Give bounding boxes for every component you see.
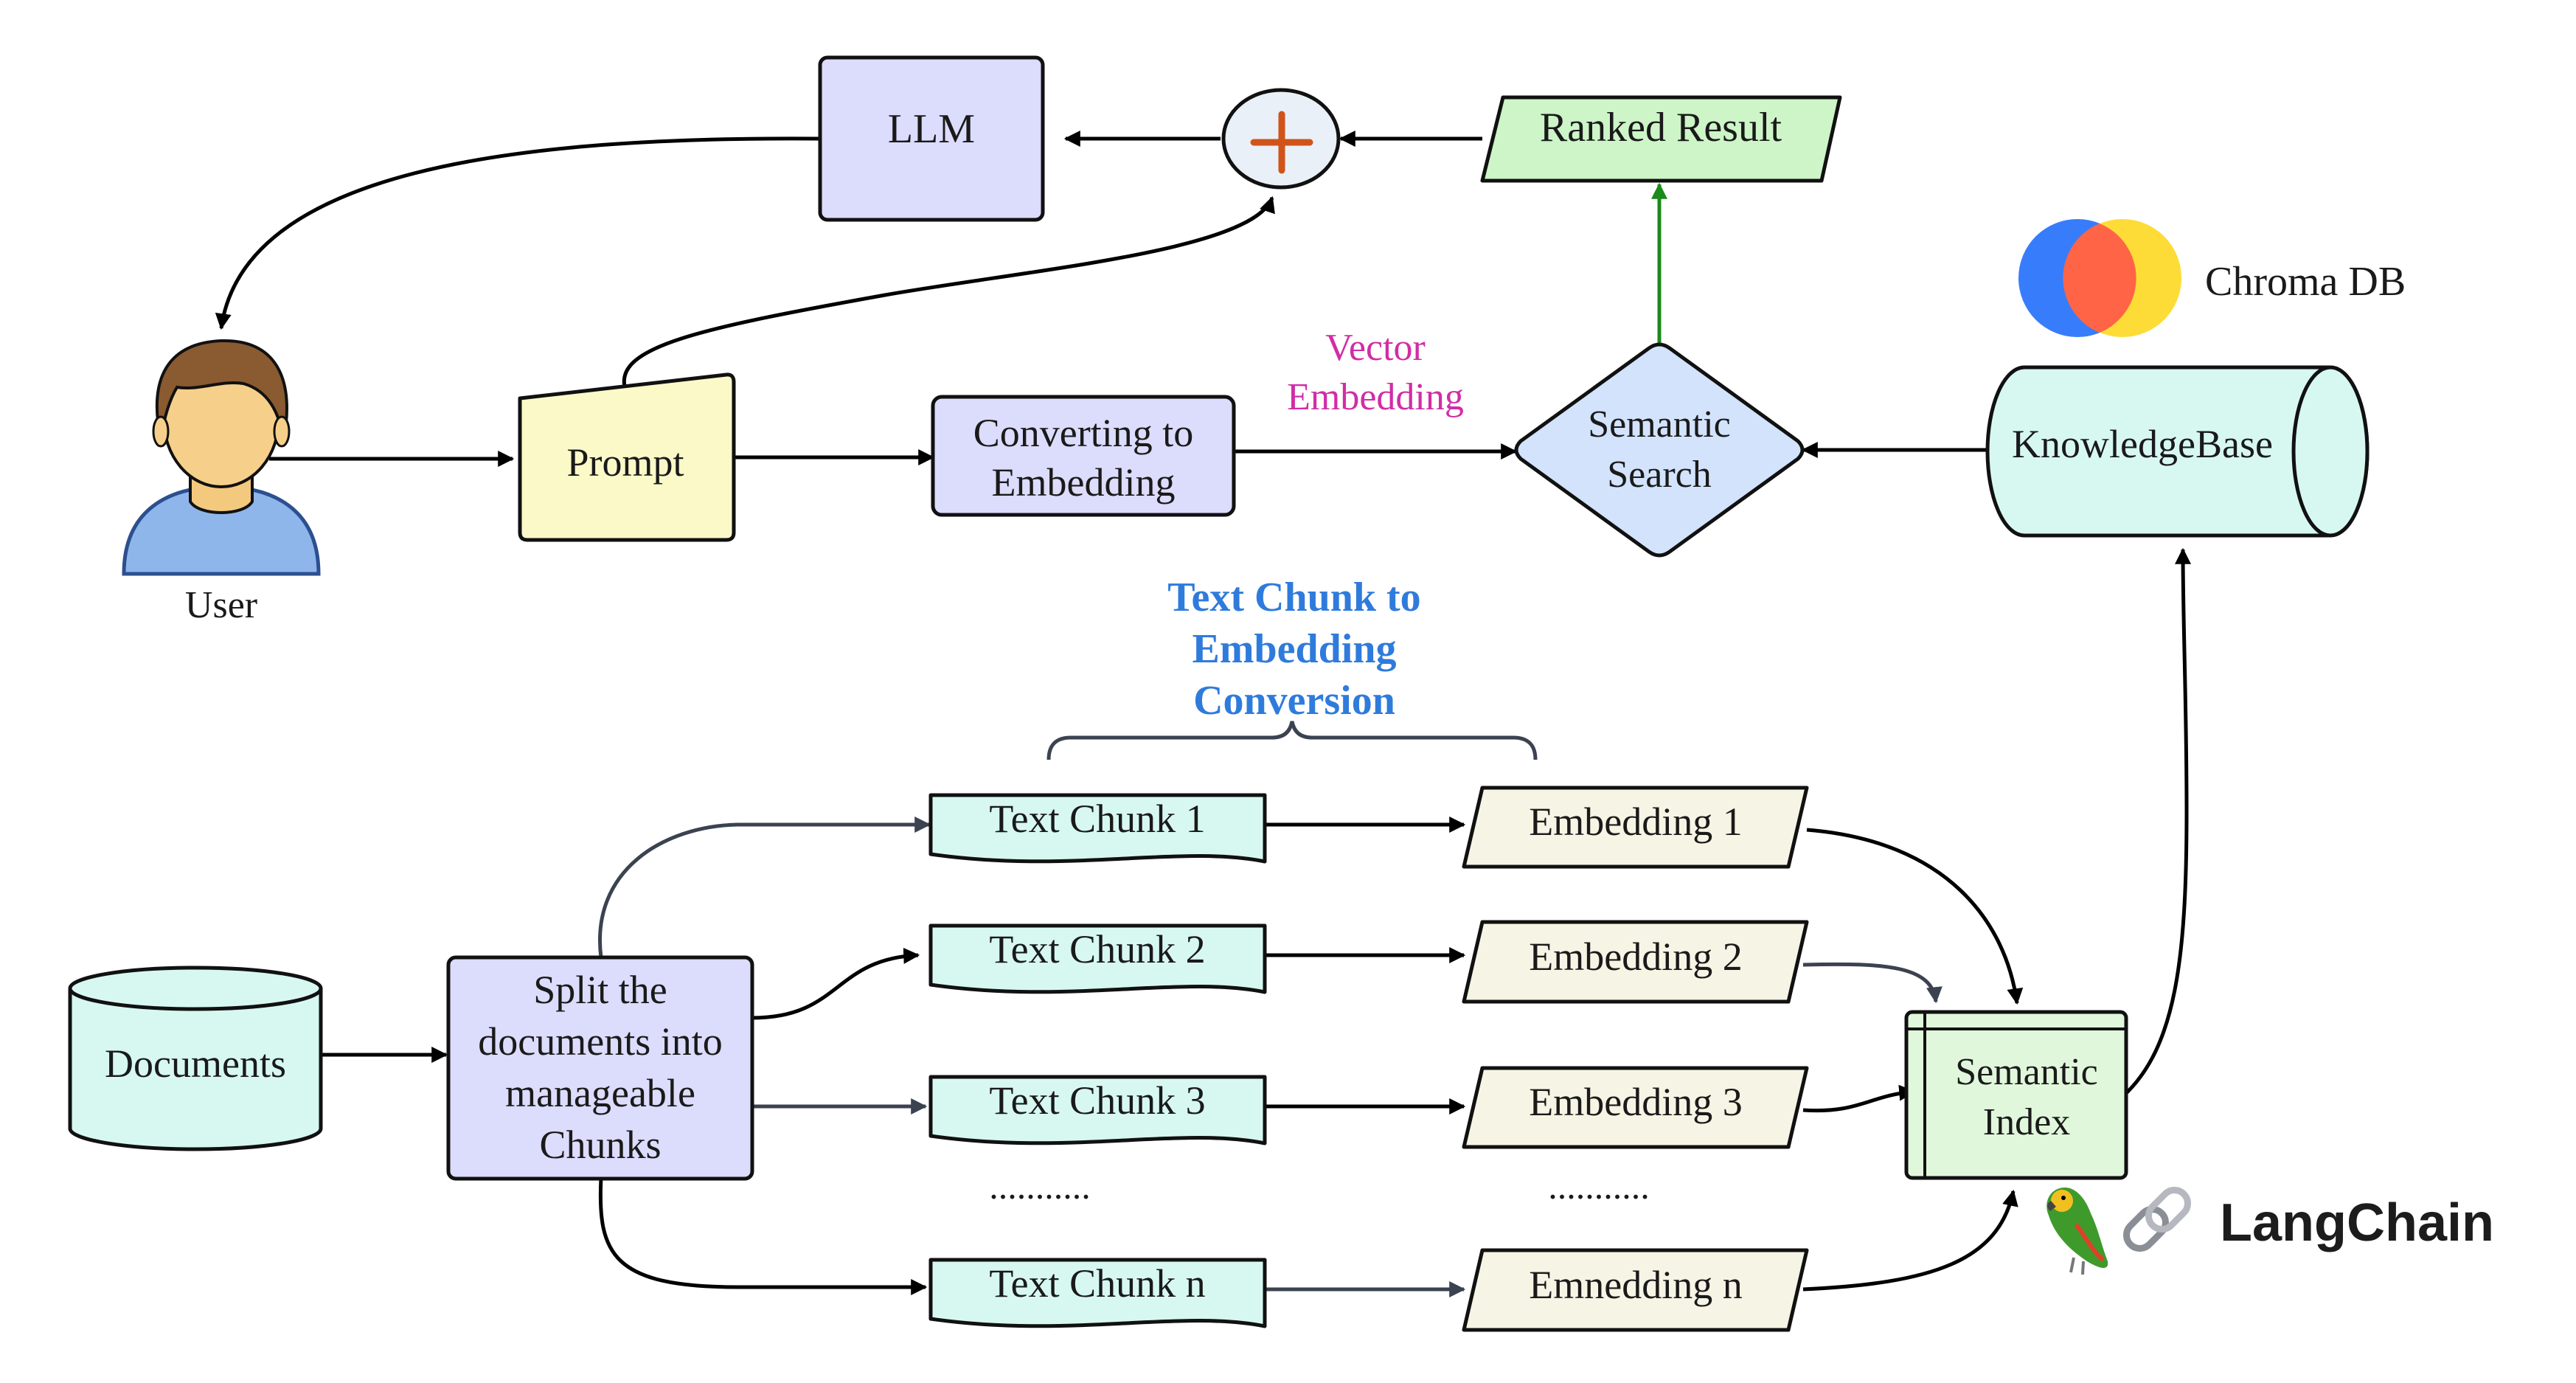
arrow-llm-to-user (215, 136, 819, 330)
chain-link-icon (2123, 1187, 2191, 1252)
converting-label-2: Embedding (992, 460, 1176, 505)
split-label-1: Split the (533, 968, 667, 1012)
plus-icon (1221, 88, 1341, 190)
chroma-logo-icon (2018, 219, 2181, 337)
arrow-emb2-to-index (1802, 962, 1943, 1004)
knowledge-base-label: KnowledgeBase (2012, 422, 2273, 466)
user-label: User (185, 584, 257, 626)
split-label-4: Chunks (539, 1123, 661, 1167)
split-label-2: documents into (478, 1019, 722, 1064)
prompt-label: Prompt (566, 440, 684, 485)
arrow-split-to-chunk2 (751, 947, 920, 1020)
heading-line-1: Text Chunk to (1167, 575, 1420, 620)
embedding-ellipsis: ........... (1548, 1165, 1650, 1207)
text-chunk-2: Text Chunk 2 (928, 923, 1267, 994)
embedding-n: Emnedding n (1462, 1248, 1809, 1332)
text-chunk-3-label: Text Chunk 3 (989, 1078, 1205, 1123)
heading-line-2: Embedding (1192, 626, 1397, 672)
arrow-prompt-to-plus (622, 195, 1275, 390)
documents-label: Documents (105, 1041, 286, 1086)
arrow-index-to-kb (2122, 547, 2192, 1097)
text-chunk-n: Text Chunk n (928, 1258, 1267, 1328)
semantic-index-label-1: Semantic (1955, 1051, 2098, 1093)
user-avatar-icon (122, 339, 321, 576)
arrow-split-to-chunkn (598, 1177, 928, 1296)
ranked-result-label: Ranked Result (1540, 105, 1782, 150)
embedding-3: Embedding 3 (1462, 1066, 1809, 1149)
text-chunk-1-label: Text Chunk 1 (989, 797, 1205, 841)
text-chunk-3: Text Chunk 3 (928, 1075, 1267, 1145)
section-heading: Text Chunk to Embedding Conversion (1046, 575, 1538, 760)
knowledge-base-node: KnowledgeBase (1985, 365, 2370, 538)
connectors (215, 130, 2192, 1298)
embedding-n-label: Emnedding n (1529, 1263, 1742, 1307)
arrow-split-to-chunk1 (598, 816, 931, 958)
arrow-embn-to-index (1802, 1189, 2018, 1292)
semantic-search-label-2: Search (1607, 454, 1711, 496)
embedding-3-label: Embedding 3 (1529, 1080, 1742, 1124)
split-node: Split the documents into manageable Chun… (446, 955, 754, 1181)
converting-label-1: Converting to (973, 411, 1193, 455)
chroma-label: Chroma DB (2205, 259, 2406, 305)
text-chunk-2-label: Text Chunk 2 (989, 927, 1205, 971)
split-label-3: manageable (505, 1071, 695, 1115)
langchain-label: LangChain (2220, 1193, 2494, 1252)
llm-node: LLM (818, 55, 1045, 222)
semantic-index-node: Semantic Index (1904, 1010, 2128, 1180)
prompt-node: Prompt (518, 372, 736, 542)
semantic-search-node: Semantic Search (1514, 342, 1805, 558)
parrot-icon (2046, 1188, 2108, 1275)
arrow-emb1-to-index (1806, 828, 2024, 1005)
ranked-result-node: Ranked Result (1480, 95, 1842, 183)
documents-node: Documents (68, 966, 323, 1151)
text-chunk-ellipsis: ........... (989, 1165, 1091, 1207)
converting-node: Converting to Embedding (931, 395, 1236, 517)
vector-label-1: Vector (1325, 327, 1426, 369)
llm-label: LLM (888, 106, 975, 152)
embedding-1: Embedding 1 (1462, 786, 1809, 869)
embedding-2: Embedding 2 (1462, 920, 1809, 1004)
text-chunk-1: Text Chunk 1 (928, 793, 1267, 864)
arrow-emb3-to-index (1802, 1084, 1916, 1113)
heading-line-3: Conversion (1193, 678, 1395, 724)
embedding-1-label: Embedding 1 (1529, 800, 1742, 844)
embedding-2-label: Embedding 2 (1529, 935, 1742, 979)
text-chunk-n-label: Text Chunk n (989, 1261, 1205, 1306)
heading-brace (1046, 721, 1538, 760)
semantic-index-label-2: Index (1983, 1101, 2070, 1143)
vector-label-2: Embedding (1287, 376, 1464, 418)
semantic-search-label-1: Semantic (1588, 403, 1731, 446)
